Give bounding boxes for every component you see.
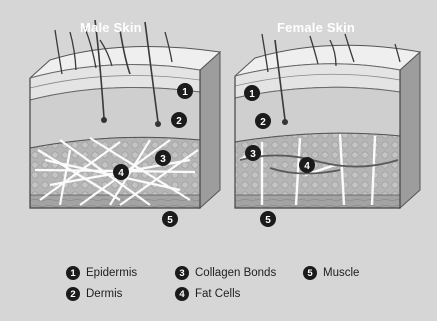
male-marker-4: 4 bbox=[113, 164, 129, 180]
legend-number-badge: 1 bbox=[66, 266, 80, 280]
svg-text:3: 3 bbox=[250, 149, 256, 160]
skin-cross-section-illustration: 1 2 3 4 5 1 2 3 4 5 bbox=[0, 0, 437, 252]
legend-number-badge: 4 bbox=[175, 287, 189, 301]
female-marker-1: 1 bbox=[244, 85, 260, 101]
legend-item-dermis: 2 Dermis bbox=[66, 287, 122, 301]
male-skin-title: Male Skin bbox=[80, 20, 142, 35]
svg-text:4: 4 bbox=[118, 168, 124, 179]
svg-text:5: 5 bbox=[167, 215, 173, 226]
legend-label: Epidermis bbox=[86, 267, 137, 279]
legend: 1 Epidermis 2 Dermis 3 Collagen Bonds 4 … bbox=[0, 262, 437, 317]
legend-item-muscle: 5 Muscle bbox=[303, 266, 359, 280]
legend-number-badge: 5 bbox=[303, 266, 317, 280]
legend-label: Muscle bbox=[323, 267, 359, 279]
svg-text:4: 4 bbox=[304, 161, 310, 172]
male-marker-2: 2 bbox=[171, 112, 187, 128]
legend-label: Dermis bbox=[86, 288, 122, 300]
male-marker-3: 3 bbox=[155, 150, 171, 166]
female-marker-3: 3 bbox=[245, 145, 261, 161]
female-marker-5: 5 bbox=[260, 211, 276, 227]
svg-text:1: 1 bbox=[182, 87, 188, 98]
legend-item-fat-cells: 4 Fat Cells bbox=[175, 287, 240, 301]
svg-text:2: 2 bbox=[176, 116, 182, 127]
legend-number-badge: 3 bbox=[175, 266, 189, 280]
legend-label: Collagen Bonds bbox=[195, 267, 276, 279]
female-skin-title: Female Skin bbox=[277, 20, 355, 35]
male-marker-1: 1 bbox=[177, 83, 193, 99]
female-marker-4: 4 bbox=[299, 157, 315, 173]
svg-text:3: 3 bbox=[160, 154, 166, 165]
male-marker-5: 5 bbox=[162, 211, 178, 227]
male-skin-block bbox=[30, 20, 220, 208]
legend-item-epidermis: 1 Epidermis bbox=[66, 266, 137, 280]
svg-text:2: 2 bbox=[260, 117, 266, 128]
female-marker-2: 2 bbox=[255, 113, 271, 129]
legend-number-badge: 2 bbox=[66, 287, 80, 301]
legend-label: Fat Cells bbox=[195, 288, 240, 300]
legend-item-collagen-bonds: 3 Collagen Bonds bbox=[175, 266, 276, 280]
svg-text:5: 5 bbox=[265, 215, 271, 226]
svg-text:1: 1 bbox=[249, 89, 255, 100]
